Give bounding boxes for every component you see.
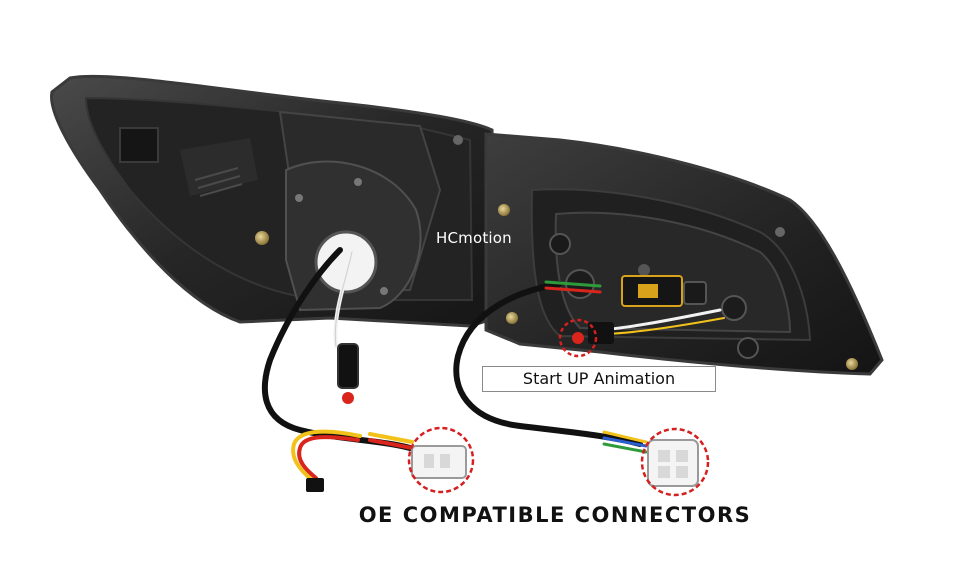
brand-watermark: HCmotion (436, 229, 512, 247)
connector-highlight-circle (407, 426, 475, 494)
oe-connectors-caption: OE COMPATIBLE CONNECTORS (358, 503, 752, 527)
animation-plug-highlight-circle (558, 318, 598, 358)
right-lamp-housing (484, 132, 884, 376)
left-lamp-housing (50, 74, 498, 328)
right-wire-harness (453, 280, 725, 454)
left-wire-harness (261, 247, 414, 492)
connector-highlight-circle (640, 427, 710, 497)
right-oe-connector (647, 439, 699, 487)
left-oe-connector (411, 445, 467, 479)
start-up-animation-label: Start UP Animation (482, 366, 716, 392)
